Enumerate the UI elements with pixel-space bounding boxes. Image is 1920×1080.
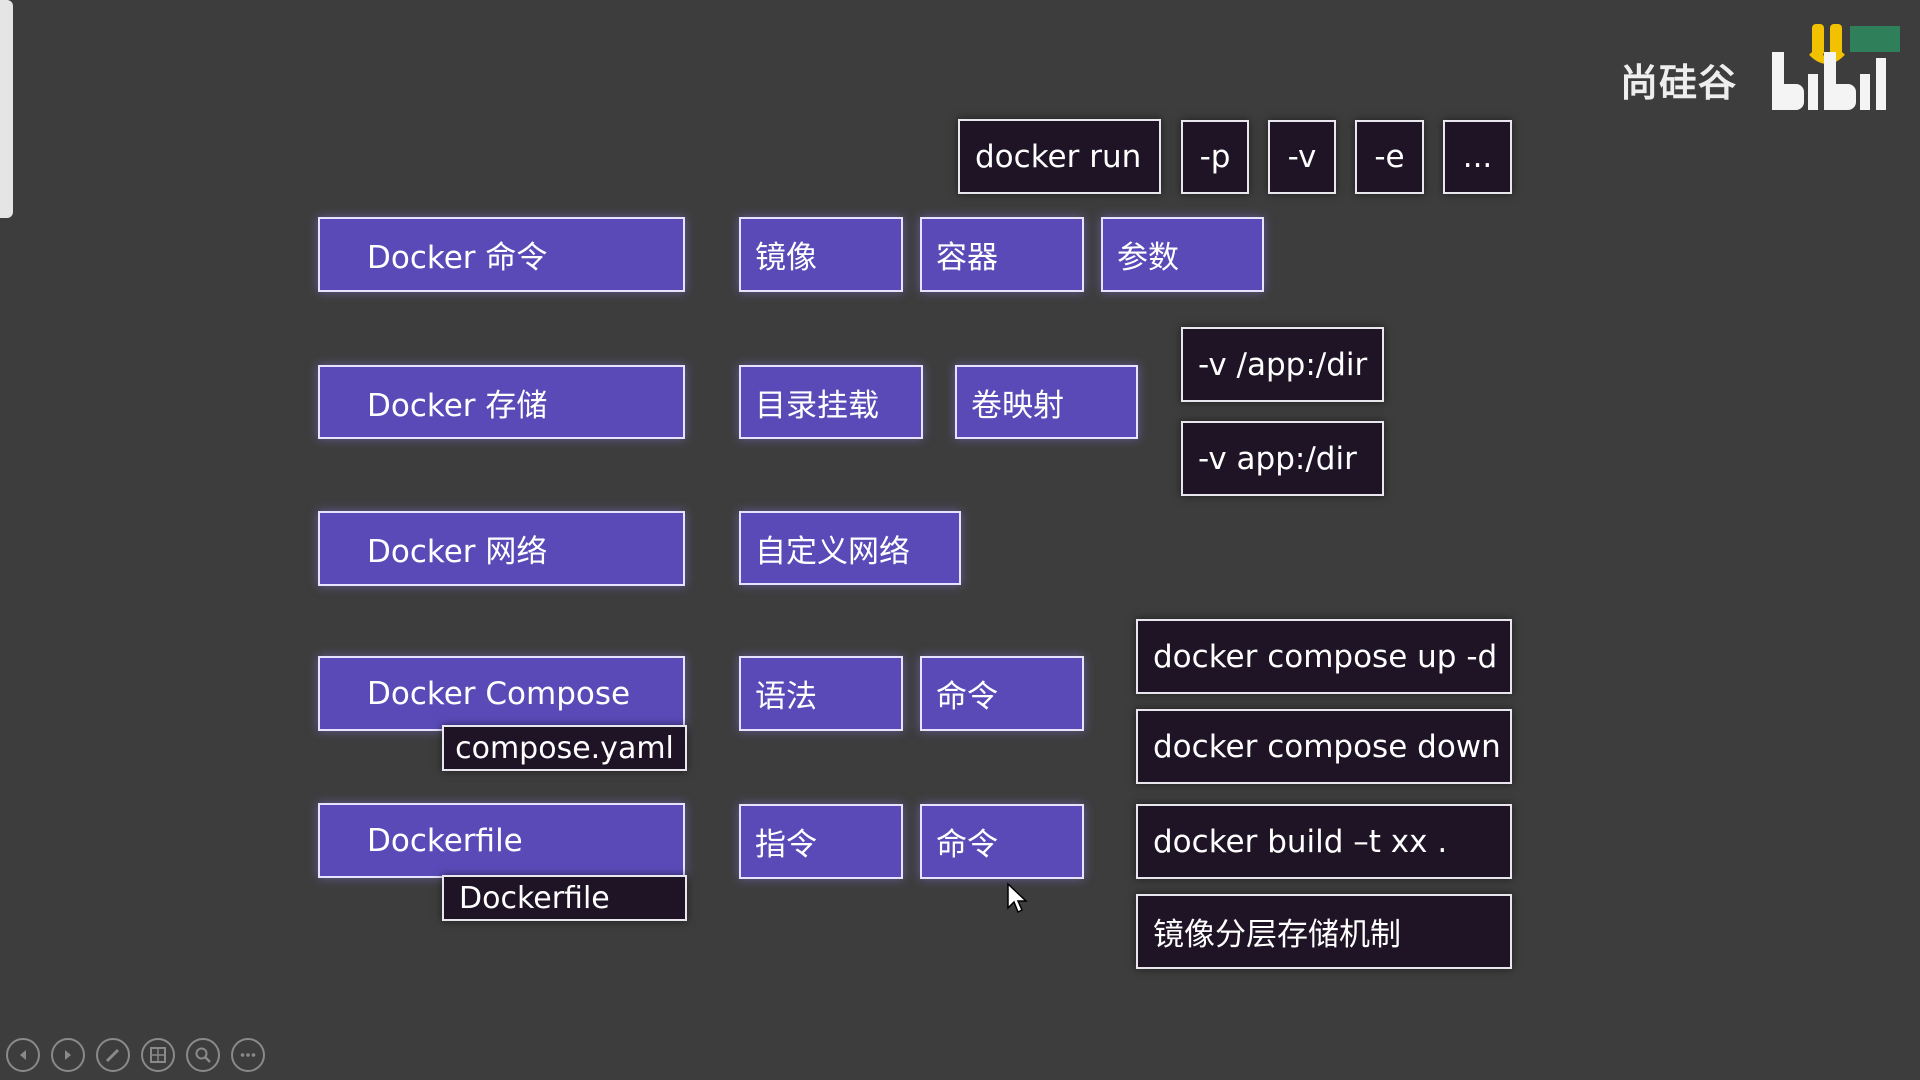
compose-down-box: docker compose down [1136, 709, 1512, 784]
next-icon[interactable] [51, 1038, 85, 1072]
docker-network-box: Docker 网络 [318, 511, 685, 586]
slides-icon[interactable] [141, 1038, 175, 1072]
volume-example-label: -v app:/dir [1198, 440, 1357, 477]
layered-storage-label: 镜像分层存储机制 [1153, 917, 1401, 953]
image-box: 镜像 [739, 217, 903, 292]
brand-text: 尚硅谷 [1620, 61, 1738, 105]
flag-p-label: -p [1199, 139, 1231, 175]
prev-icon[interactable] [6, 1038, 40, 1072]
dockerfile-label: Dockerfile [367, 822, 523, 859]
bilibili-logo-icon [1772, 24, 1900, 110]
docker-build-label: docker build –t xx . [1153, 823, 1448, 860]
volume-mapping-box: 卷映射 [955, 365, 1138, 439]
bind-mount-example-label: -v /app:/dir [1198, 346, 1368, 383]
compose-command-label: 命令 [936, 679, 998, 715]
volume-mapping-label: 卷映射 [971, 387, 1064, 424]
flag-p-box: -p [1181, 120, 1249, 194]
pen-icon[interactable] [96, 1038, 130, 1072]
instruction-label: 指令 [755, 827, 817, 863]
container-label: 容器 [936, 240, 998, 276]
flag-e-label: -e [1374, 139, 1405, 175]
compose-up-label: docker compose up -d [1153, 638, 1498, 675]
docker-commands-label: Docker 命令 [367, 240, 548, 276]
params-box: 参数 [1101, 217, 1264, 292]
syntax-label: 语法 [755, 679, 817, 715]
bind-mount-example-box: -v /app:/dir [1181, 327, 1384, 402]
volume-example-box: -v app:/dir [1181, 421, 1384, 496]
flag-v-label: -v [1287, 139, 1317, 175]
dockerfile-file-box: Dockerfile [442, 875, 687, 921]
dockerfile-file-label: Dockerfile [459, 880, 610, 916]
image-label: 镜像 [755, 240, 817, 276]
docker-network-label: Docker 网络 [367, 534, 548, 570]
custom-network-box: 自定义网络 [739, 511, 961, 585]
compose-file-label: compose.yaml [455, 730, 674, 766]
flag-v-box: -v [1268, 120, 1336, 194]
bind-mount-box: 目录挂载 [739, 365, 923, 439]
custom-network-label: 自定义网络 [755, 533, 910, 570]
dockerfile-command-box: 命令 [920, 804, 1084, 879]
params-label: 参数 [1117, 240, 1179, 276]
compose-file-box: compose.yaml [442, 725, 687, 771]
flag-more-box: ... [1443, 120, 1512, 194]
docker-commands-box: Docker 命令 [318, 217, 685, 292]
dockerfile-command-label: 命令 [936, 827, 998, 863]
docker-run-label: docker run [975, 138, 1142, 175]
bind-mount-label: 目录挂载 [755, 387, 879, 424]
flag-more-label: ... [1462, 139, 1493, 175]
mouse-cursor-icon [1007, 882, 1028, 914]
flag-e-box: -e [1355, 120, 1424, 194]
docker-compose-label: Docker Compose [367, 675, 631, 712]
docker-run-box: docker run [958, 119, 1161, 194]
docker-compose-box: Docker Compose [318, 656, 685, 731]
compose-command-box: 命令 [920, 656, 1084, 731]
dockerfile-box: Dockerfile [318, 803, 685, 878]
docker-build-box: docker build –t xx . [1136, 804, 1512, 879]
scroll-handle[interactable] [0, 0, 13, 218]
zoom-icon[interactable] [186, 1038, 220, 1072]
more-icon[interactable] [231, 1038, 265, 1072]
layered-storage-box: 镜像分层存储机制 [1136, 894, 1512, 969]
docker-storage-label: Docker 存储 [367, 387, 548, 424]
compose-down-label: docker compose down [1153, 728, 1501, 765]
slideshow-controls [6, 1038, 265, 1074]
instruction-box: 指令 [739, 804, 903, 879]
compose-up-box: docker compose up -d [1136, 619, 1512, 694]
docker-storage-box: Docker 存储 [318, 365, 685, 439]
syntax-box: 语法 [739, 656, 903, 731]
container-box: 容器 [920, 217, 1084, 292]
brand-watermark: 尚硅谷 [1614, 22, 1904, 112]
